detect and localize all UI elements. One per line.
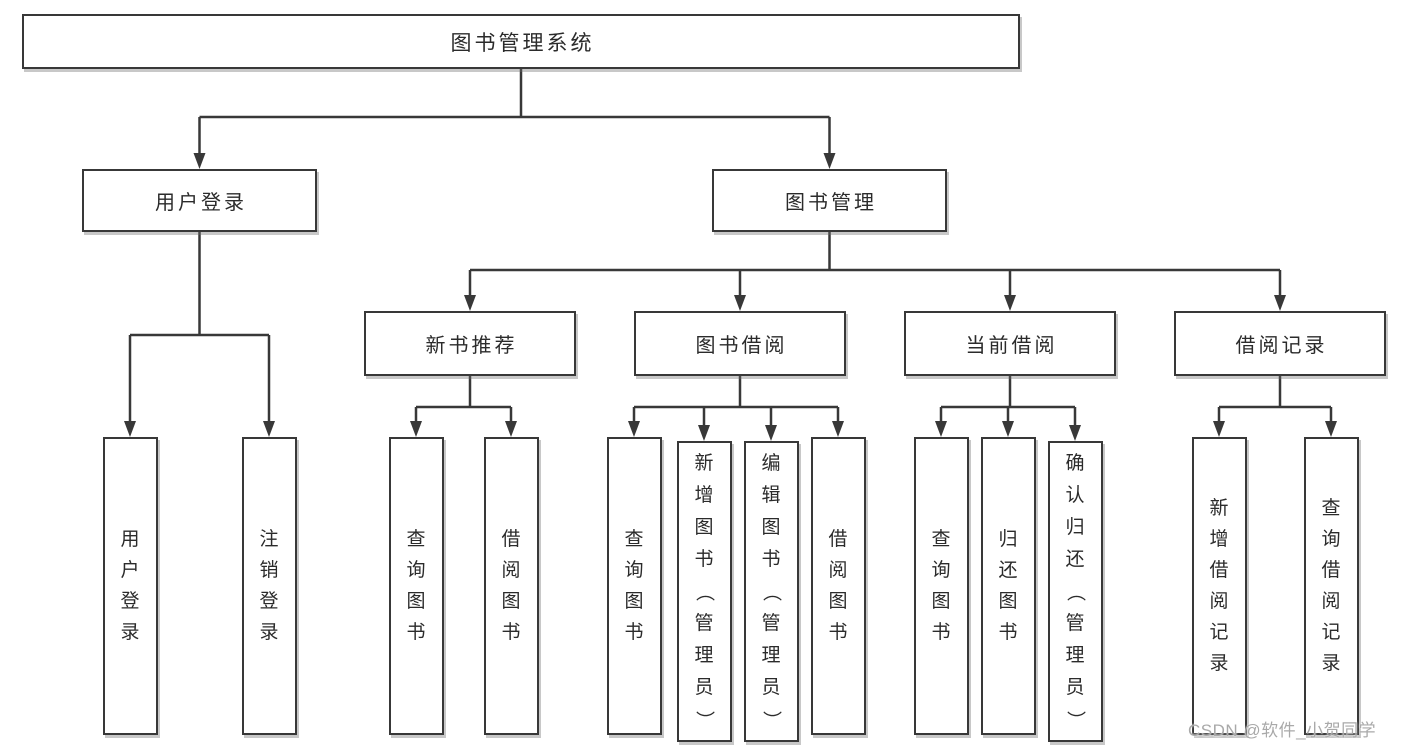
leaf-query-books-current: 查询图书 xyxy=(913,437,969,735)
node-current-borrow: 当前借阅 xyxy=(904,311,1116,376)
csdn-watermark: CSDN @软件_小贺同学 xyxy=(1188,721,1377,740)
leaf-query-borrow-record: 查询借阅记录 xyxy=(1303,437,1359,735)
node-user-login: 用户登录 xyxy=(82,169,317,232)
leaf-query-books-borrow: 查询图书 xyxy=(606,437,662,735)
node-book-management: 图书管理 xyxy=(712,169,947,232)
leaf-return-books: 归还图书 xyxy=(980,437,1036,735)
leaf-user-login: 用户登录 xyxy=(102,437,158,735)
node-book-borrow: 图书借阅 xyxy=(634,311,846,376)
leaf-query-books-recommend: 查询图书 xyxy=(388,437,444,735)
node-borrow-records: 借阅记录 xyxy=(1174,311,1386,376)
node-root-system: 图书管理系统 xyxy=(22,14,1020,69)
leaf-edit-books-admin: 编辑图书（管理员） xyxy=(743,441,799,742)
leaf-add-borrow-record: 新增借阅记录 xyxy=(1191,437,1247,735)
leaf-borrow-books: 借阅图书 xyxy=(810,437,866,735)
leaf-add-books-admin: 新增图书（管理员） xyxy=(676,441,732,742)
leaf-borrow-books-recommend: 借阅图书 xyxy=(483,437,539,735)
node-new-book-recommend: 新书推荐 xyxy=(364,311,576,376)
leaf-logout: 注销登录 xyxy=(241,437,297,735)
leaf-confirm-return-admin: 确认归还（管理员） xyxy=(1047,441,1103,742)
tree-edges xyxy=(128,69,1333,428)
